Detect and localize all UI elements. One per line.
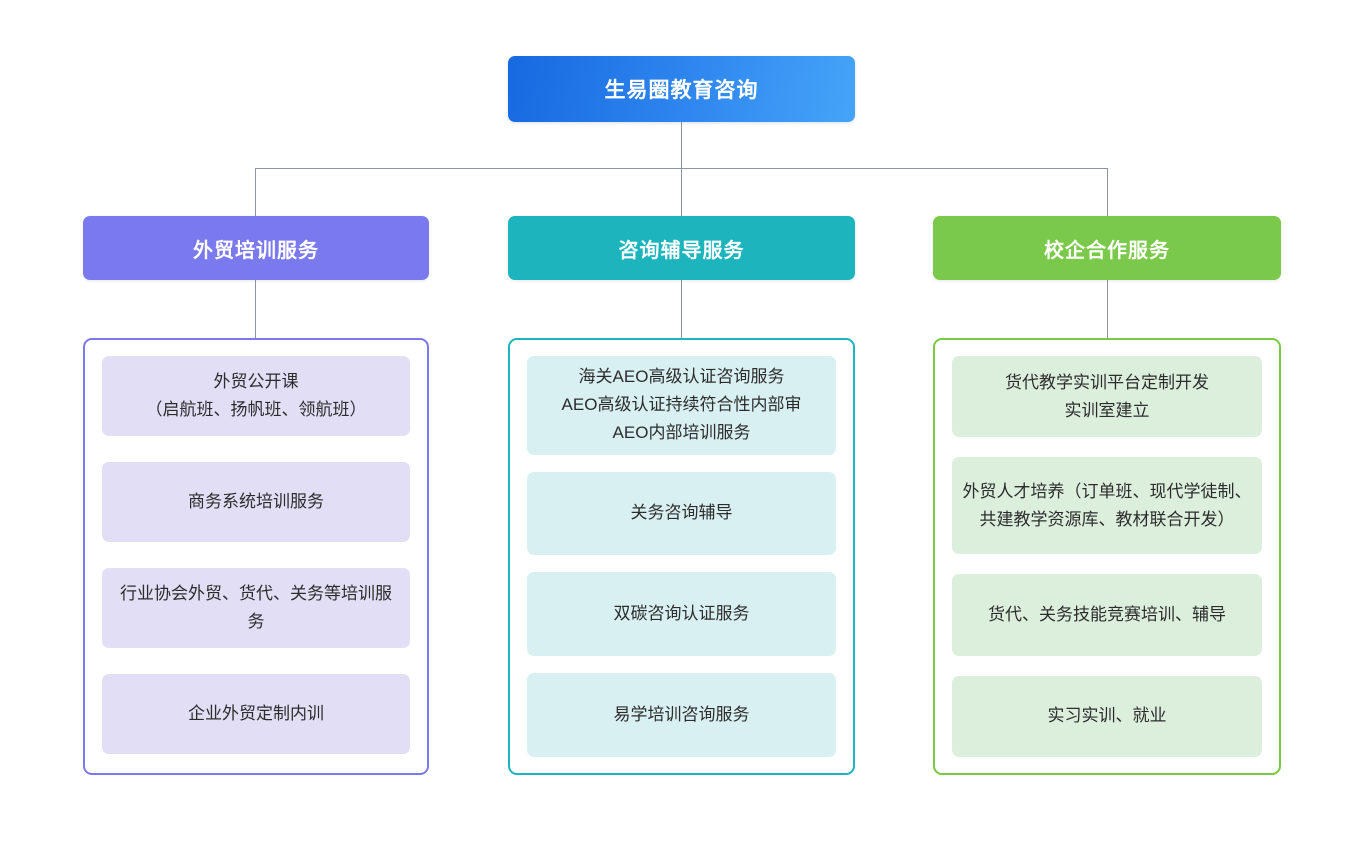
- list-item[interactable]: 商务系统培训服务: [102, 462, 410, 542]
- branch-header-training[interactable]: 外贸培训服务: [83, 216, 429, 280]
- list-item[interactable]: 双碳咨询认证服务: [527, 572, 836, 657]
- branch-group-training: 外贸公开课 （启航班、扬帆班、领航班） 商务系统培训服务 行业协会外贸、货代、关…: [83, 338, 429, 775]
- connector-root-stem: [681, 122, 682, 168]
- connector-header-to-group-1: [255, 280, 256, 338]
- list-item[interactable]: 易学培训咨询服务: [527, 673, 836, 757]
- list-item-label: 商务系统培训服务: [188, 492, 324, 511]
- connector-drop-branch-1: [255, 168, 256, 216]
- list-item[interactable]: 货代、关务技能竞赛培训、辅导: [952, 574, 1262, 656]
- branch-header-consulting[interactable]: 咨询辅导服务: [508, 216, 855, 280]
- connector-header-to-group-3: [1107, 280, 1108, 338]
- list-item-label: 行业协会外贸、货代、关务等培训服务: [120, 584, 392, 631]
- branch-header-label: 校企合作服务: [1044, 239, 1170, 262]
- connector-header-to-group-2: [681, 280, 682, 338]
- list-item[interactable]: 关务咨询辅导: [527, 471, 836, 556]
- connector-drop-branch-3: [1107, 168, 1108, 216]
- branch-group-school-enterprise: 货代教学实训平台定制开发 实训室建立 外贸人才培养（订单班、现代学徒制、共建教学…: [933, 338, 1281, 775]
- list-item-label: 海关AEO高级认证咨询服务 AEO高级认证持续符合性内部审 AEO内部培训服务: [561, 367, 802, 443]
- list-item[interactable]: 货代教学实训平台定制开发 实训室建立: [952, 356, 1262, 438]
- list-item-label: 易学培训咨询服务: [613, 705, 750, 725]
- root-node-label: 生易圈教育咨询: [604, 79, 759, 102]
- list-item[interactable]: 外贸公开课 （启航班、扬帆班、领航班）: [102, 356, 410, 436]
- list-item[interactable]: 行业协会外贸、货代、关务等培训服务: [102, 568, 410, 648]
- branch-header-school-enterprise[interactable]: 校企合作服务: [933, 216, 1281, 280]
- list-item-label: 企业外贸定制内训: [188, 704, 324, 723]
- branch-header-label: 外贸培训服务: [193, 239, 319, 262]
- branch-header-label: 咨询辅导服务: [618, 239, 745, 262]
- list-item-label: 外贸公开课 （启航班、扬帆班、领航班）: [145, 372, 367, 419]
- list-item-label: 外贸人才培养（订单班、现代学徒制、共建教学资源库、教材联合开发）: [962, 481, 1252, 529]
- list-item-label: 货代教学实训平台定制开发 实训室建立: [1005, 372, 1209, 420]
- list-item[interactable]: 外贸人才培养（订单班、现代学徒制、共建教学资源库、教材联合开发）: [952, 457, 1262, 555]
- list-item[interactable]: 企业外贸定制内训: [102, 674, 410, 754]
- list-item-label: 实习实训、就业: [1047, 706, 1167, 726]
- list-item-label: 货代、关务技能竞赛培训、辅导: [988, 605, 1226, 625]
- list-item-label: 双碳咨询认证服务: [613, 604, 750, 624]
- list-item[interactable]: 海关AEO高级认证咨询服务 AEO高级认证持续符合性内部审 AEO内部培训服务: [527, 356, 836, 455]
- list-item-label: 关务咨询辅导: [630, 503, 733, 523]
- list-item[interactable]: 实习实训、就业: [952, 675, 1262, 758]
- branch-group-consulting: 海关AEO高级认证咨询服务 AEO高级认证持续符合性内部审 AEO内部培训服务 …: [508, 338, 855, 775]
- connector-drop-branch-2: [681, 168, 682, 216]
- root-node[interactable]: 生易圈教育咨询: [508, 56, 855, 122]
